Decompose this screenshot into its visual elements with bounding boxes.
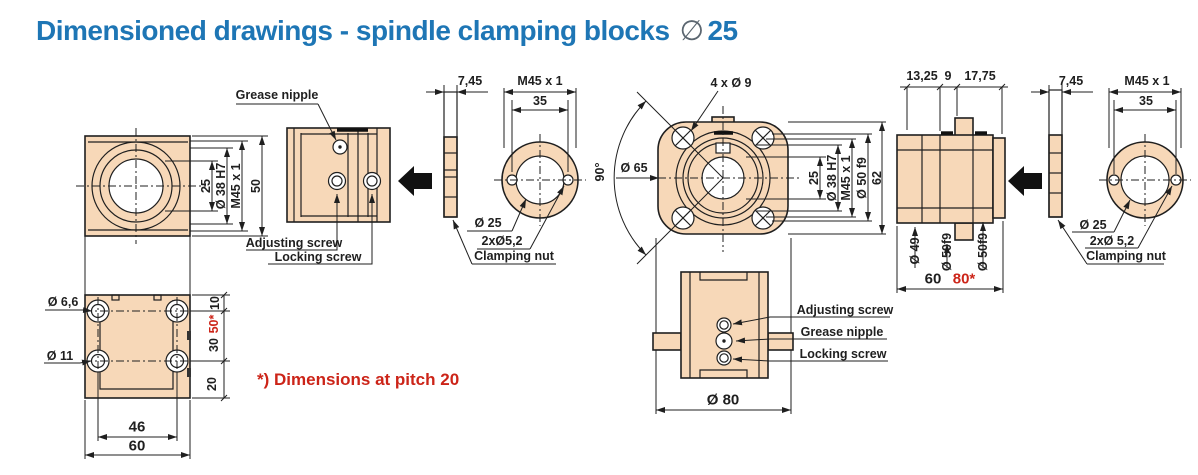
dim-base-60: 60 bbox=[128, 437, 146, 455]
dim-nut-pitch-right: 35 bbox=[1139, 93, 1153, 108]
base-view-geometry bbox=[44, 291, 230, 459]
dim-flange-38h7: Ø 38 H7 bbox=[824, 154, 839, 202]
dim-nut-bore-left: Ø 25 bbox=[474, 215, 502, 230]
dim-nut-holes-right: 2xØ 5,2 bbox=[1089, 233, 1135, 248]
pitch-footnote: *) Dimensions at pitch 20 bbox=[257, 370, 460, 389]
clamping-nut-label-left: Clamping nut bbox=[474, 248, 554, 263]
dim-flange-62: 62 bbox=[869, 171, 884, 185]
dim-shaft-d49: Ø 49 bbox=[907, 237, 922, 265]
clamping-nut-left-geometry bbox=[426, 85, 586, 265]
dim-shaft-d50f9-a: Ø 50f9 bbox=[939, 232, 954, 272]
dim-flange-80: Ø 80 bbox=[706, 391, 740, 409]
center-flange-geometry bbox=[613, 90, 886, 265]
bottom-view-geometry bbox=[652, 238, 890, 414]
dim-flange-holes: 4 x Ø 9 bbox=[710, 75, 752, 90]
dim-bore-38h7: Ø 38 H7 bbox=[213, 162, 228, 210]
dim-shaft-1325: 13,25 bbox=[906, 68, 938, 83]
dim-bore-offset-25: 25 bbox=[198, 179, 213, 193]
adjusting-screw-label-bottom: Adjusting screw bbox=[796, 302, 894, 317]
locking-screw-label: Locking screw bbox=[274, 249, 362, 264]
grease-nipple-label-bottom: Grease nipple bbox=[800, 324, 884, 339]
dim-thread-m45: M45 x 1 bbox=[228, 163, 243, 209]
diameter-symbol: ∅ bbox=[679, 15, 704, 46]
dim-flange-50f9: Ø 50 f9 bbox=[854, 157, 869, 199]
dim-base-50-pitch: 50* bbox=[206, 314, 221, 334]
dim-shaft-60: 60 bbox=[924, 270, 942, 288]
dim-nut-bore-right: Ø 25 bbox=[1079, 217, 1107, 232]
dim-nut-pitch-left: 35 bbox=[533, 93, 547, 108]
clamping-nut-right-geometry bbox=[1031, 85, 1191, 265]
dim-flange-m45: M45 x 1 bbox=[838, 155, 853, 201]
dim-base-hole-66: Ø 6,6 bbox=[47, 294, 79, 309]
locking-screw-label-bottom: Locking screw bbox=[799, 346, 887, 361]
dim-base-46: 46 bbox=[128, 418, 146, 436]
dim-base-20: 20 bbox=[204, 377, 219, 391]
grease-nipple-label: Grease nipple bbox=[235, 87, 319, 102]
dim-height-50: 50 bbox=[248, 179, 263, 193]
side-view-geometry bbox=[236, 103, 391, 265]
diameter-value: 25 bbox=[707, 15, 738, 46]
dim-nut-thread-right: M45 x 1 bbox=[1124, 73, 1170, 88]
dim-shaft-9: 9 bbox=[944, 68, 952, 83]
dim-flange-25: 25 bbox=[806, 171, 821, 185]
dim-shaft-d50f9-b: Ø 50f9 bbox=[975, 232, 990, 272]
dim-shaft-1775: 17,75 bbox=[964, 68, 996, 83]
direction-arrow-left-icon bbox=[398, 166, 432, 196]
dim-base-hole-11: Ø 11 bbox=[46, 348, 74, 363]
dim-flange-bolt-circle: Ø 65 bbox=[620, 160, 648, 175]
dim-shaft-80-pitch: 80* bbox=[952, 270, 976, 288]
direction-arrow-right-icon bbox=[1008, 166, 1042, 196]
dim-nut-width-right: 7,45 bbox=[1058, 73, 1084, 88]
page-title: Dimensioned drawings - spindle clamping … bbox=[36, 14, 738, 47]
dim-base-10: 10 bbox=[207, 296, 222, 310]
dim-nut-width-left: 7,45 bbox=[457, 73, 483, 88]
adjusting-screw-label: Adjusting screw bbox=[245, 235, 343, 250]
dim-flange-angle: 90° bbox=[592, 162, 607, 182]
dim-base-30: 30 bbox=[206, 338, 221, 352]
front-view-geometry bbox=[76, 128, 268, 295]
dim-nut-thread-left: M45 x 1 bbox=[517, 73, 563, 88]
page-title-text: Dimensioned drawings - spindle clamping … bbox=[36, 15, 670, 46]
clamping-nut-label-right: Clamping nut bbox=[1086, 248, 1166, 263]
dim-nut-holes-left: 2xØ5,2 bbox=[481, 233, 523, 248]
shaft-view-geometry bbox=[896, 83, 1008, 293]
